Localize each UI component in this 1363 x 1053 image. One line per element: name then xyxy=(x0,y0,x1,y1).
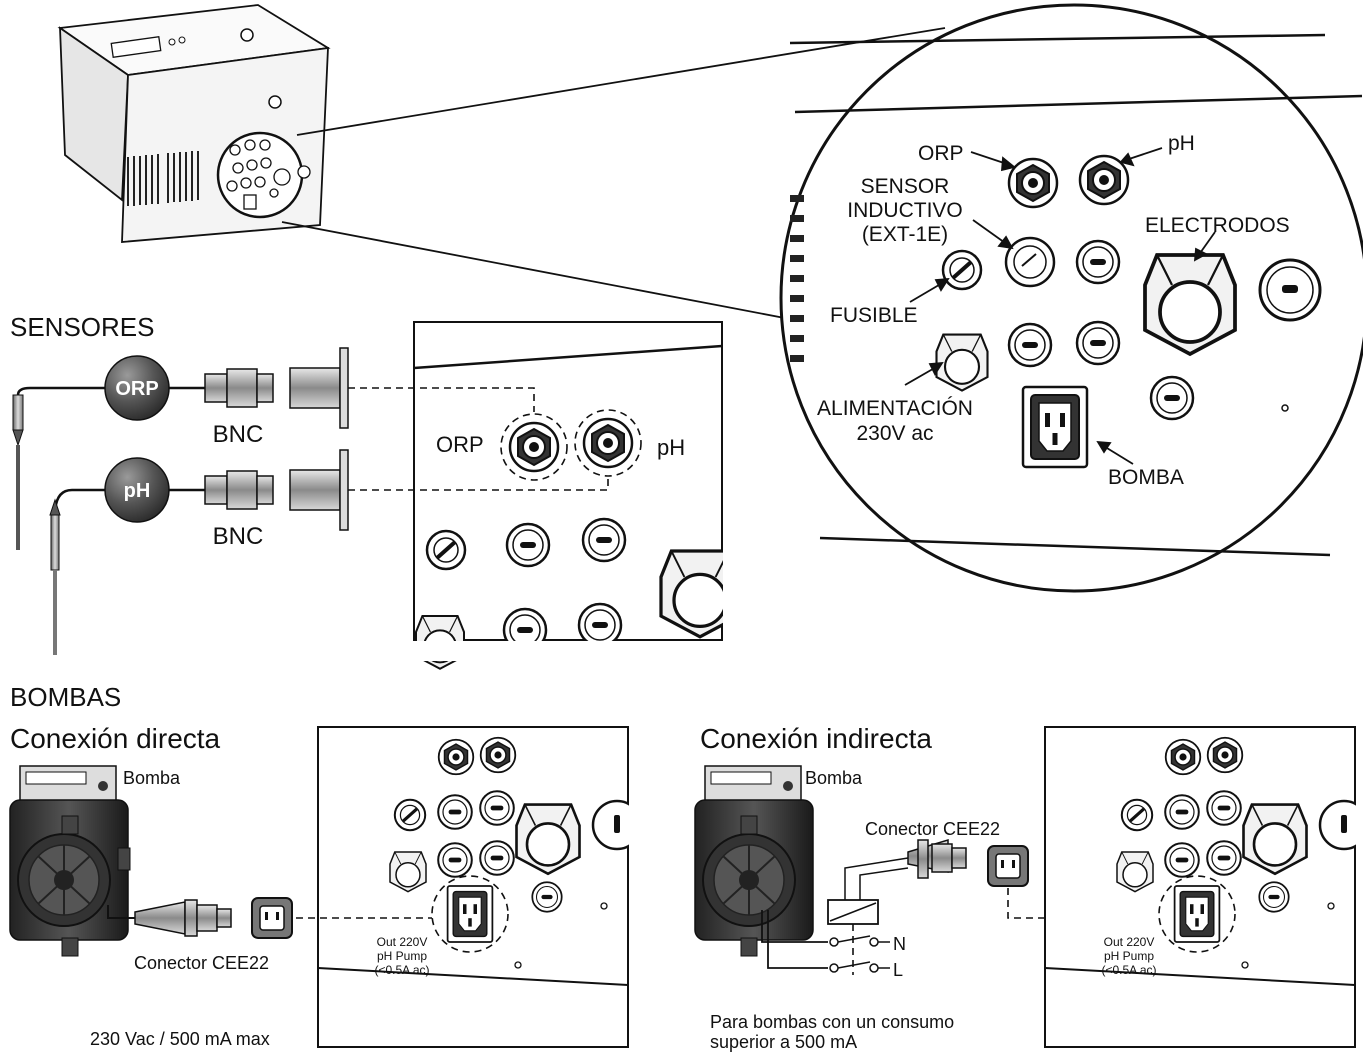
indirect-note-line2: superior a 500 mA xyxy=(710,1032,857,1052)
orp-badge: ORP xyxy=(104,355,170,421)
zoom-sensor-label-1: SENSOR xyxy=(861,175,950,198)
zoom-power-gland xyxy=(935,333,989,392)
indirect-out-label-3: (<0.5A ac) xyxy=(1101,963,1156,977)
direct-out-label-2: pH Pump xyxy=(377,949,427,963)
panel-ph-socket xyxy=(582,417,634,469)
indirect-out-label-1: Out 220V xyxy=(1104,935,1155,949)
sensors-heading: SENSORES xyxy=(10,312,155,342)
bnc-label-orp: BNC xyxy=(213,421,264,448)
relay-l-label: L xyxy=(893,960,903,980)
panel-orp-label: ORP xyxy=(436,432,484,457)
zoom-line-bottom xyxy=(281,221,796,321)
zoom-orp-label: ORP xyxy=(918,142,964,165)
zoom-electrode-gland xyxy=(1143,253,1237,356)
zoom-fusible-label: FUSIBLE xyxy=(830,304,918,327)
sensor-panel: ORP pH xyxy=(413,321,764,670)
zoom-inductive-sensor xyxy=(1004,236,1056,288)
relay-n-label: N xyxy=(893,934,906,954)
zoom-ph-socket xyxy=(1078,154,1130,206)
bnc-connector-icon-2 xyxy=(169,449,349,531)
bnc-connector-icon xyxy=(169,347,349,429)
ph-badge-text: pH xyxy=(124,480,151,502)
panel-orp-socket xyxy=(508,421,560,473)
direct-heading: Conexión directa xyxy=(10,723,221,754)
controller-unit-icon xyxy=(57,4,331,243)
direct-pump-label: Bomba xyxy=(123,768,181,788)
direct-out-label-3: (<0.5A ac) xyxy=(374,963,429,977)
orp-probe-icon xyxy=(12,386,105,550)
orp-dashed-link xyxy=(348,387,535,412)
zoom-alimentacion-label: ALIMENTACIÓN xyxy=(817,397,973,420)
dosing-pump-icon xyxy=(9,765,131,957)
zoom-blank-4 xyxy=(1149,375,1195,421)
ph-badge: pH xyxy=(104,457,170,523)
zoom-sensor-label-3: (EXT-1E) xyxy=(862,223,948,246)
panel-blank-4 xyxy=(577,602,623,648)
zoom-sensor-label-2: INDUCTIVO xyxy=(847,199,963,222)
zoom-orp-socket xyxy=(1007,157,1059,209)
direct-connector-label: Conector CEE22 xyxy=(134,953,269,973)
pumps-heading: BOMBAS xyxy=(10,682,121,712)
cee22-plug-icon-indirect xyxy=(907,838,1029,887)
indirect-pump-panel: Out 220V pH Pump (<0.5A ac) xyxy=(1044,726,1363,1048)
panel-blank-2 xyxy=(581,517,627,563)
panel-ph-label: pH xyxy=(657,435,685,460)
zoom-ph-label: pH xyxy=(1168,132,1195,155)
panel-blank-1 xyxy=(505,522,551,568)
zoom-blank-1 xyxy=(1075,239,1121,285)
cee22-plug-icon xyxy=(107,897,293,939)
zoom-bomba-label: BOMBA xyxy=(1108,466,1184,489)
zoom-blank-2 xyxy=(1007,322,1053,368)
orp-badge-text: ORP xyxy=(115,378,158,400)
zoom-blank-3 xyxy=(1075,320,1121,366)
zoom-line-top xyxy=(296,27,946,136)
zoom-voltage-label: 230V ac xyxy=(856,422,933,445)
zoom-fuse xyxy=(941,249,983,291)
indirect-note-line1: Para bombas con un consumo xyxy=(710,1012,954,1032)
direct-out-label-1: Out 220V xyxy=(377,935,428,949)
direct-rating-label: 230 Vac / 500 mA max xyxy=(90,1029,270,1049)
ph-dashed-link xyxy=(348,478,609,491)
indirect-out-label-2: pH Pump xyxy=(1104,949,1154,963)
indirect-connector-label: Conector CEE22 xyxy=(865,819,1000,839)
zoom-circle: ORP pH SENSOR INDUCTIVO (EXT-1E) ELECTRO… xyxy=(779,3,1363,593)
dosing-pump-icon-indirect xyxy=(694,765,814,957)
indirect-heading: Conexión indirecta xyxy=(700,723,932,754)
panel-fuse xyxy=(425,529,467,571)
zoom-blank-5 xyxy=(1258,258,1322,322)
relay-icon xyxy=(761,857,909,975)
zoom-electrodos-label: ELECTRODOS xyxy=(1145,214,1290,237)
indirect-pump-label: Bomba xyxy=(805,768,863,788)
ph-probe-icon xyxy=(49,488,105,655)
bnc-label-ph: BNC xyxy=(213,523,264,550)
direct-pump-panel: Out 220V pH Pump (<0.5A ac) xyxy=(317,726,649,1048)
zoom-pump-socket xyxy=(1021,385,1089,469)
